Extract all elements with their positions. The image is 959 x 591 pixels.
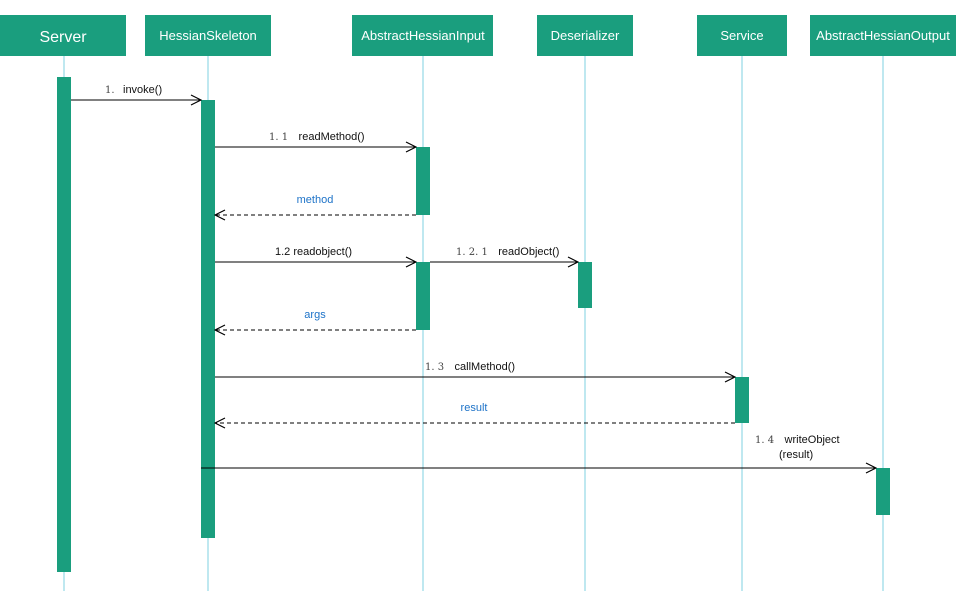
return-method-label: method <box>297 194 334 206</box>
participant-output-label: AbstractHessianOutput <box>816 28 950 43</box>
message-call-method-text: callMethod() <box>455 361 516 373</box>
activation-input-2 <box>416 262 430 330</box>
message-call-method-seq: 1. 3 <box>425 362 444 373</box>
activations <box>57 77 890 572</box>
message-write-object-label: 1. 4 writeObject <box>755 430 840 447</box>
participant-service: Service <box>697 15 787 56</box>
participant-server: Server <box>0 15 126 56</box>
message-write-object-label-line2: (result) <box>779 449 813 461</box>
activation-service <box>735 377 749 423</box>
participant-deserializer-label: Deserializer <box>551 28 620 43</box>
message-read-object-deser-seq: 1. 2. 1 <box>456 247 488 258</box>
message-read-object-deser-text: readObject() <box>498 246 559 258</box>
return-labels: method args result <box>297 194 488 414</box>
message-read-method-text: readMethod() <box>299 131 365 143</box>
message-read-object-deser-label: 1. 2. 1 readObject() <box>456 242 559 259</box>
participant-skeleton: HessianSkeleton <box>145 15 271 56</box>
activation-skeleton <box>201 100 215 538</box>
return-args-label: args <box>304 309 326 321</box>
participant-input-label: AbstractHessianInput <box>361 28 485 43</box>
participant-skeleton-label: HessianSkeleton <box>159 28 257 43</box>
message-read-method-seq: 1. 1 <box>269 132 288 143</box>
message-invoke-text: invoke() <box>123 84 162 96</box>
participants: Server HessianSkeleton AbstractHessianIn… <box>0 15 956 56</box>
activation-input-1 <box>416 147 430 215</box>
activation-output <box>876 468 890 515</box>
participant-input: AbstractHessianInput <box>352 15 493 56</box>
lifelines <box>63 56 884 591</box>
messages <box>71 100 876 468</box>
activation-server <box>57 77 71 572</box>
message-labels: 1. invoke() 1. 1 readMethod() 1.2 readob… <box>105 80 840 461</box>
message-invoke-seq: 1. <box>105 85 115 96</box>
message-invoke-label: 1. invoke() <box>105 80 162 97</box>
message-call-method-label: 1. 3 callMethod() <box>425 357 515 374</box>
participant-service-label: Service <box>720 28 763 43</box>
message-write-object-text: writeObject <box>784 434 840 446</box>
returns <box>215 215 735 423</box>
message-write-object-seq: 1. 4 <box>755 435 774 446</box>
participant-server-label: Server <box>39 29 87 46</box>
message-read-method-label: 1. 1 readMethod() <box>269 127 365 144</box>
participant-output: AbstractHessianOutput <box>810 15 956 56</box>
activation-deserializer <box>578 262 592 308</box>
participant-deserializer: Deserializer <box>537 15 633 56</box>
message-read-object-input-label: 1.2 readobject() <box>275 246 352 258</box>
return-result-label: result <box>461 402 488 414</box>
